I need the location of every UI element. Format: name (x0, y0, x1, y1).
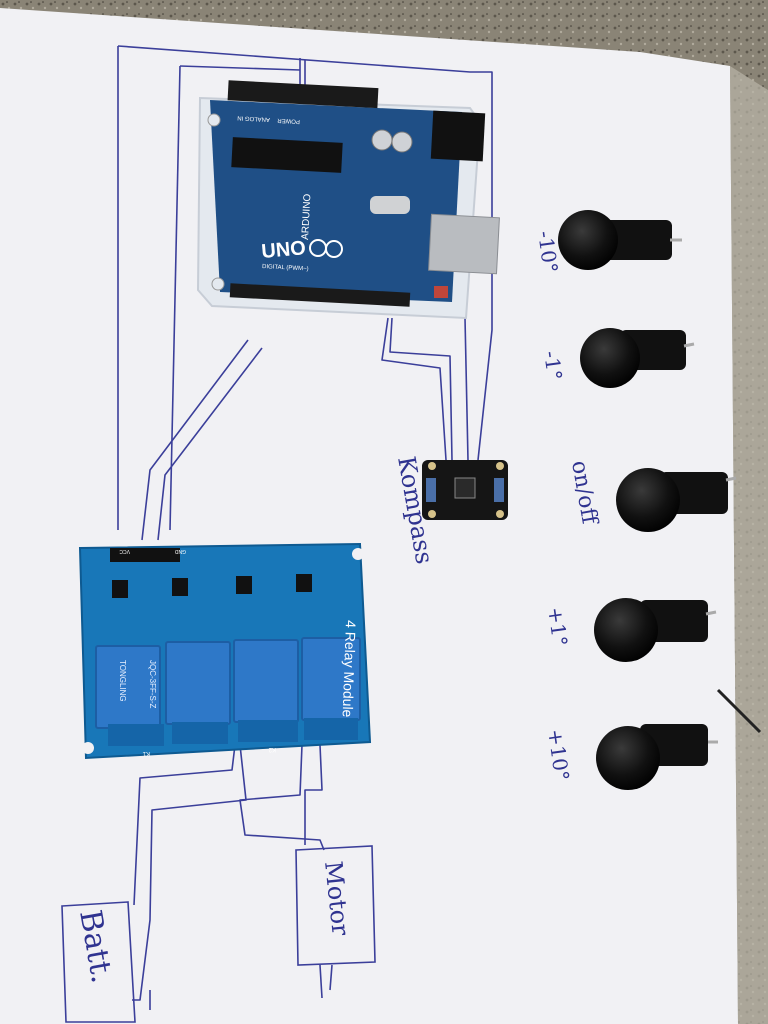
relay-cube-text-1: TONGLING (118, 660, 127, 702)
relay-pin-vcc: VCC (119, 548, 130, 554)
stray-wire (716, 688, 762, 734)
push-button-1 (558, 210, 682, 270)
hand-drawn-wires (117, 45, 493, 1010)
paper-sheet (0, 8, 738, 1024)
arduino-uno-board (196, 80, 500, 320)
push-button-4 (594, 598, 717, 662)
relay-module-board (78, 542, 372, 760)
relay-name-k1: K1 (142, 750, 150, 756)
motor-drawing (295, 845, 376, 966)
arduino-power-label: POWER (276, 117, 300, 124)
arduino-analog-label: ANALOG IN (237, 114, 270, 122)
arduino-model: UNO (261, 237, 307, 263)
relay-pin-gnd: GND (175, 548, 187, 554)
arduino-brand: ARDUINO (300, 193, 313, 240)
push-button-5 (596, 724, 718, 790)
button-4-label: +1° (543, 605, 572, 647)
push-button-2 (580, 328, 695, 388)
push-button-3 (616, 468, 737, 532)
relay-module-title: 4 Relay Module (340, 620, 359, 718)
button-1-label: -10° (533, 229, 563, 274)
arduino-logo-icon (309, 239, 343, 258)
arduino-digital-label: DIGITAL (PWM~) (262, 264, 309, 272)
paper-shadow-edge (730, 66, 768, 1024)
relay-cube-text-2: JQC-3FF-S-Z (148, 660, 157, 709)
compass-module (422, 460, 508, 520)
relay-name-k2: K2 (268, 746, 276, 752)
battery-drawing (61, 901, 136, 1023)
button-2-label: -1° (539, 349, 567, 382)
